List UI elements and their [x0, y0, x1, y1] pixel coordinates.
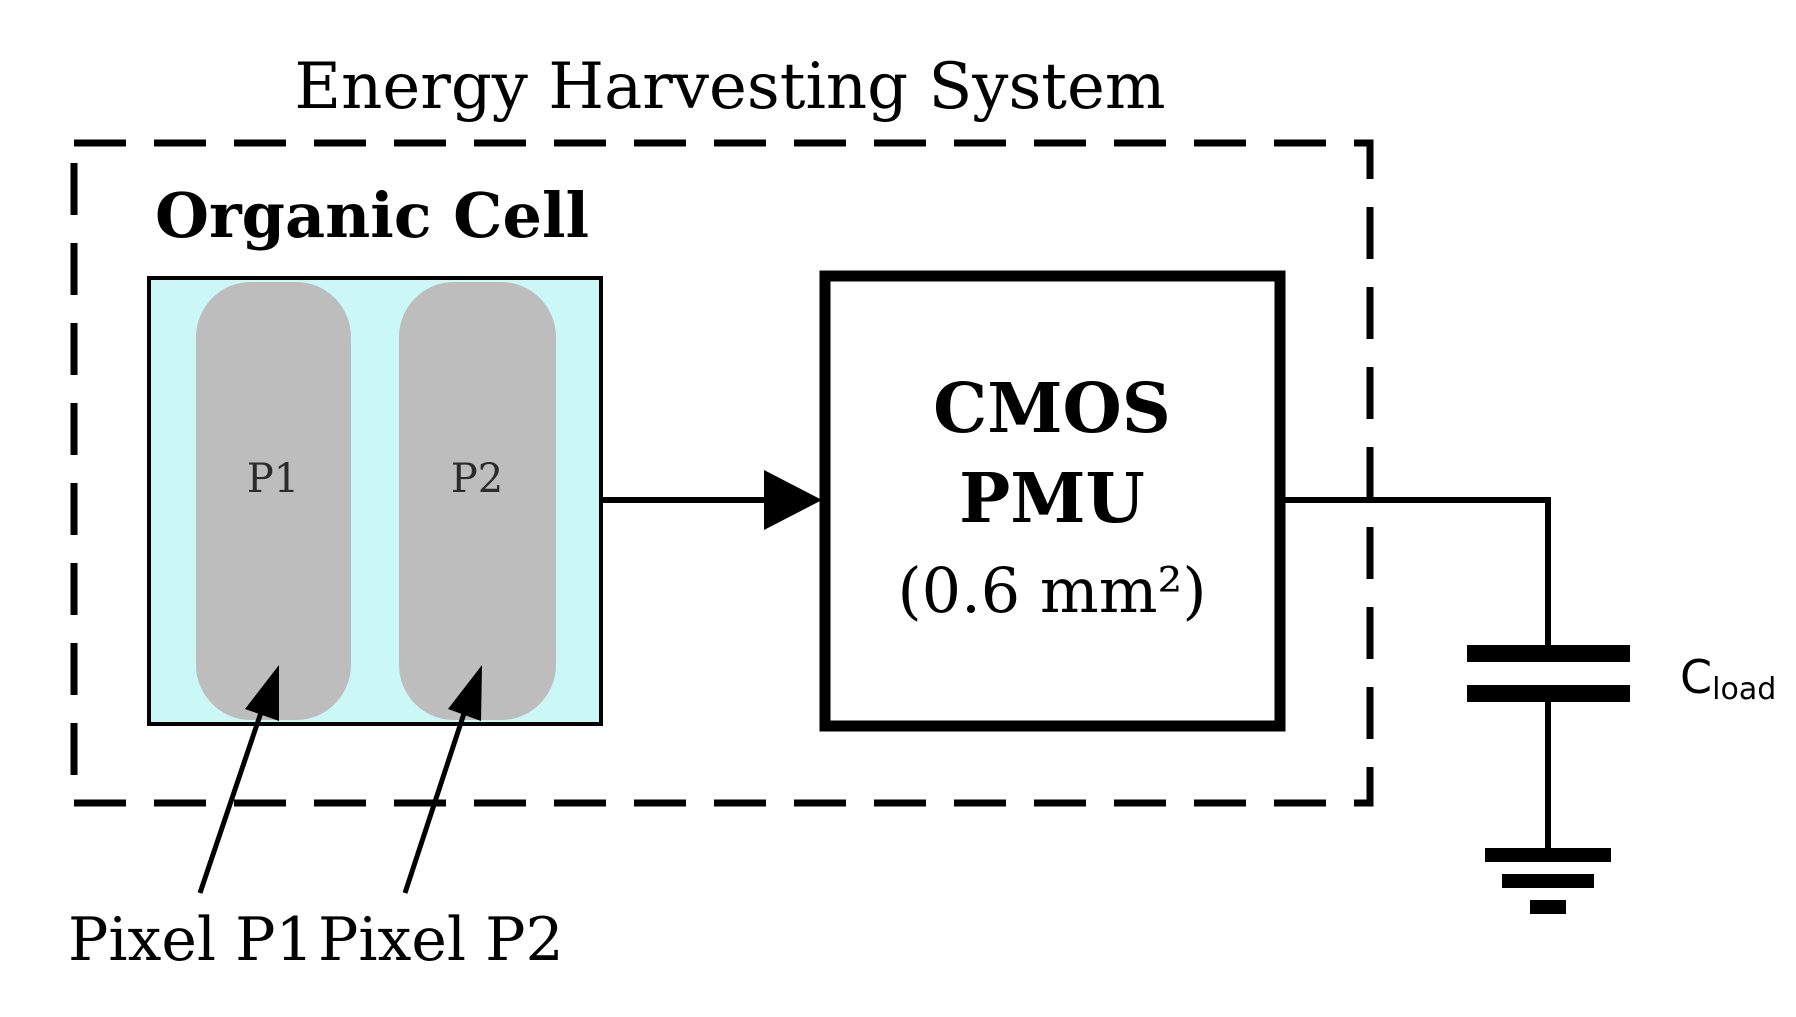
ground-bar-3	[1530, 900, 1566, 914]
pixel-2-arrowhead	[448, 665, 482, 721]
pmu-line-3: (0.6 mm²)	[897, 554, 1206, 627]
pixel-2-label: P2	[451, 456, 503, 502]
capacitor-top-plate	[1467, 645, 1630, 662]
pixel-1	[196, 282, 351, 720]
system-boundary	[70, 139, 1374, 807]
cell-to-pmu-arrowhead	[764, 470, 822, 530]
ground-bar-2	[1502, 874, 1594, 888]
pixel-1-arrow	[197, 679, 275, 894]
pmu-line-1: CMOS	[933, 369, 1171, 449]
pmu-line-2: PMU	[959, 459, 1145, 539]
pixel-2-arrow	[402, 679, 478, 894]
capacitor-bottom-plate	[1467, 685, 1630, 702]
pixel-1-arrowhead	[245, 665, 279, 721]
pixel-1-annotation: Pixel P1	[68, 905, 314, 975]
pixel-2-annotation: Pixel P2	[318, 905, 564, 975]
pixel-2	[399, 282, 556, 720]
system-title: Energy Harvesting System	[294, 50, 1165, 124]
ground-bar-1	[1485, 848, 1611, 862]
pixel-1-label: P1	[247, 456, 299, 502]
capacitor-label: Cload	[1680, 650, 1776, 707]
pmu-output-wire	[1280, 497, 1551, 645]
organic-cell-label: Organic Cell	[155, 179, 589, 252]
pmu-box	[819, 270, 1286, 732]
